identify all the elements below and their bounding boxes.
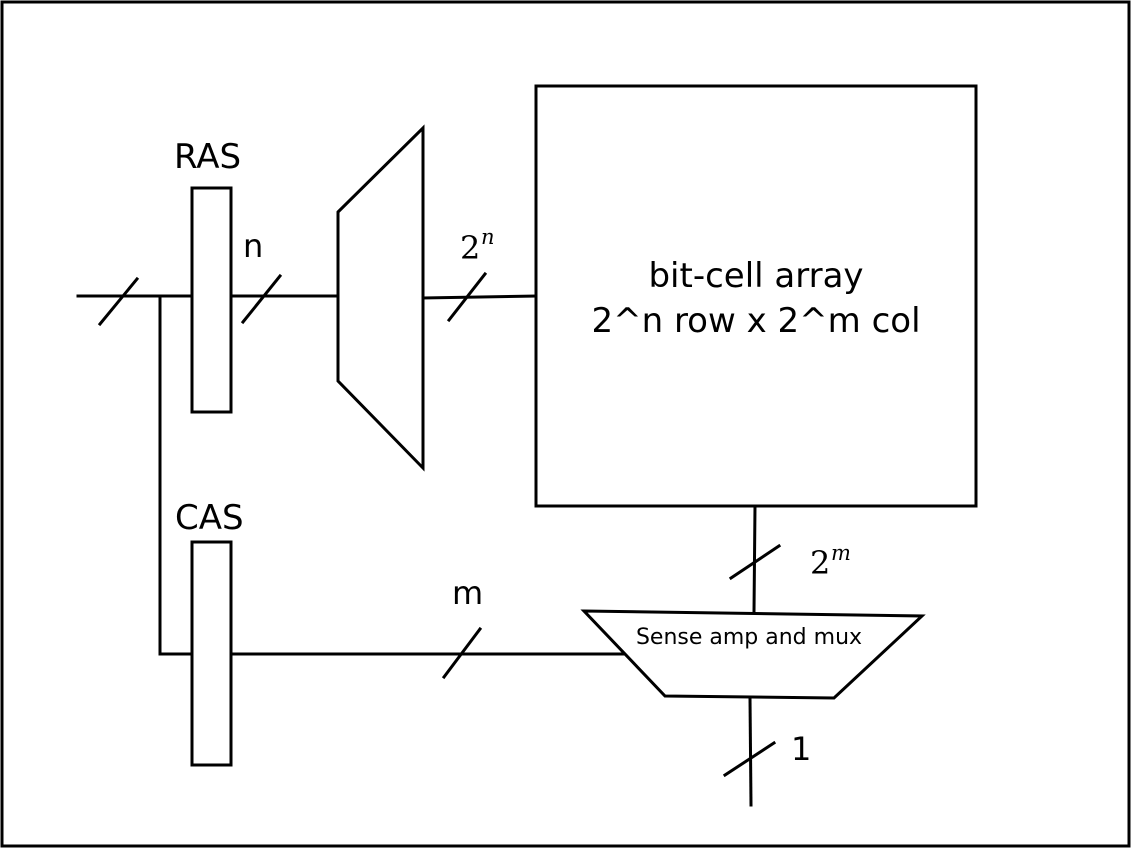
row-address-slash xyxy=(240,273,283,325)
wordline-bus xyxy=(421,294,538,300)
bitline-bus xyxy=(752,504,757,614)
sense-amp-label: Sense amp and mux xyxy=(636,625,862,650)
bitline-bus-base: 2 xyxy=(810,544,830,582)
wordline-bus-exponent: n xyxy=(481,225,495,249)
row-decoder xyxy=(336,124,425,472)
sense-amp-mux xyxy=(580,609,926,700)
bitline-bus-slash xyxy=(728,543,782,581)
data-output-width-label: 1 xyxy=(791,730,811,768)
column-address-slash xyxy=(441,626,483,680)
ras-latch xyxy=(190,186,233,414)
array-dimensions: 2^n row x 2^m col xyxy=(591,301,920,341)
cas-latch xyxy=(190,540,233,767)
wordline-bus-base: 2 xyxy=(460,229,480,267)
array-title: bit-cell array xyxy=(648,256,863,296)
cas-label: CAS xyxy=(175,498,244,538)
data-output-line xyxy=(748,696,753,807)
address-bus-slash xyxy=(97,276,140,327)
bitline-bus-exponent: m xyxy=(831,541,851,565)
row-bus-width-label: n xyxy=(243,227,263,265)
bit-cell-array xyxy=(534,84,978,508)
wordline-bus-slash xyxy=(446,271,488,323)
column-bus-width-label: m xyxy=(452,574,483,612)
data-output-slash xyxy=(722,740,777,778)
ras-label: RAS xyxy=(174,137,241,177)
